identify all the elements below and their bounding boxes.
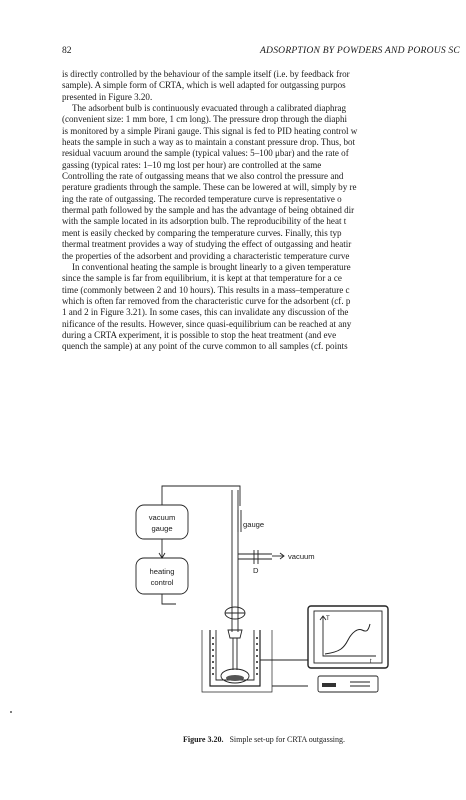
recorder-monitor bbox=[307, 605, 389, 669]
body-line: (convenient size: 1 mm bore, 1 cm long).… bbox=[62, 114, 347, 125]
body-line: the properties of the adsorbent and prov… bbox=[62, 250, 350, 261]
body-line: gassing (typical rates: 1–10 mg lost per… bbox=[62, 159, 322, 170]
body-line: presented in Figure 3.20. bbox=[62, 91, 153, 102]
body-line: nificance of the results. However, since… bbox=[62, 318, 352, 329]
vacuum-gauge-label-2: gauge bbox=[151, 524, 172, 533]
vacuum-label: vacuum bbox=[288, 552, 315, 561]
body-line: with the sample located in its adsorptio… bbox=[62, 216, 347, 227]
body-line: time (commonly between 2 and 10 hours). … bbox=[62, 284, 350, 295]
body-line: ment is easily checked by comparing the … bbox=[62, 227, 342, 238]
body-line: quench the sample) at any point of the c… bbox=[62, 341, 348, 352]
body-line: heats the sample in such a way as to mai… bbox=[62, 137, 356, 148]
body-line: since the sample is far from equilibrium… bbox=[62, 273, 342, 284]
page-number: 82 bbox=[62, 45, 72, 56]
scan-speck bbox=[10, 711, 12, 713]
body-line: perature gradients through the sample. T… bbox=[62, 182, 357, 193]
heating-control-box bbox=[135, 557, 189, 595]
body-line: is directly controlled by the behaviour … bbox=[62, 69, 350, 79]
body-line: is monitored by a simple Pirani gauge. T… bbox=[62, 125, 358, 136]
body-line: ing the rate of outgassing. The recorded… bbox=[62, 193, 342, 204]
body-line: 1 and 2 in Figure 3.21). In some cases, … bbox=[62, 307, 349, 318]
heating-control-label-2: control bbox=[151, 578, 174, 587]
body-line: In conventional heating the sample is br… bbox=[72, 261, 351, 272]
crta-setup-diagram: vacuum gauge heating control gauge vacuu… bbox=[135, 485, 389, 693]
body-line: The adsorbent bulb is continuously evacu… bbox=[72, 103, 347, 114]
body-line: Controlling the rate of outgassing means… bbox=[62, 171, 344, 182]
body-line: during a CRTA experiment, it is possible… bbox=[62, 329, 337, 340]
running-title: ADSORPTION BY POWDERS AND POROUS SC bbox=[260, 45, 461, 56]
figure-caption-text: Simple set-up for CRTA outgassing. bbox=[229, 735, 346, 744]
body-text: is directly controlled by the behaviour … bbox=[62, 69, 466, 353]
body-line: which is often far removed from the char… bbox=[62, 295, 351, 306]
vacuum-gauge-box bbox=[135, 504, 189, 540]
figure-caption-number: Figure 3.20. bbox=[182, 735, 224, 744]
figure-crta-setup: vacuum gauge heating control gauge vacuu… bbox=[112, 480, 466, 695]
page-header: 82 ADSORPTION BY POWDERS AND POROUS SC bbox=[62, 45, 466, 59]
body-line: thermal treatment provides a way of stud… bbox=[62, 239, 352, 250]
plot-axis-time-label: t bbox=[370, 659, 372, 665]
vacuum-gauge-label-1: vacuum bbox=[149, 513, 176, 522]
body-line: residual vacuum around the sample (typic… bbox=[62, 148, 349, 159]
heating-control-label-1: heating bbox=[150, 567, 175, 576]
gauge-label: gauge bbox=[243, 520, 264, 529]
figure-caption: Figure 3.20. Simple set-up for CRTA outga… bbox=[62, 735, 466, 744]
body-line: thermal path followed by the sample and … bbox=[62, 205, 355, 216]
recorder-base bbox=[317, 675, 379, 693]
diaphragm-label: D bbox=[253, 566, 259, 575]
plot-axis-t-label: T bbox=[326, 616, 330, 622]
body-line: sample). A simple form of CRTA, which is… bbox=[62, 80, 346, 91]
